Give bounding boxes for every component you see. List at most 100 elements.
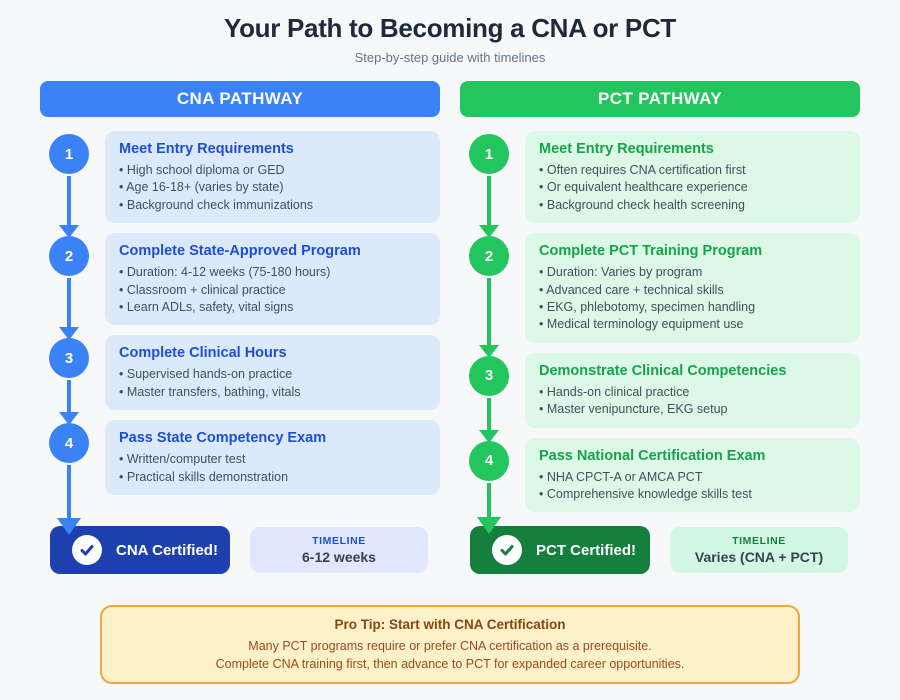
cna-step-4-card: Pass State Competency Exam Written/compu… bbox=[105, 420, 440, 496]
cna-step-2-number-badge: 2 bbox=[49, 236, 89, 277]
cna-finish-row: CNA Certified! TIMELINE 6-12 weeks bbox=[40, 526, 440, 574]
cna-pathway-column: CNA PATHWAY 1 Meet Entry Requirements Hi… bbox=[40, 81, 440, 574]
bullet-item: Practical skills demonstration bbox=[119, 469, 426, 486]
bullet-item: Advanced care + technical skills bbox=[539, 282, 846, 299]
bullet-item: Or equivalent healthcare experience bbox=[539, 179, 846, 196]
bullet-item: Classroom + clinical practice bbox=[119, 282, 426, 299]
bullet-item: Comprehensive knowledge skills test bbox=[539, 486, 846, 503]
bullet-item: Age 16-18+ (varies by state) bbox=[119, 179, 426, 196]
pct-timeline-label: TIMELINE bbox=[732, 535, 786, 547]
down-arrow-icon bbox=[479, 176, 499, 239]
pct-timeline-value: Varies (CNA + PCT) bbox=[694, 549, 824, 565]
cna-timeline-card: TIMELINE 6-12 weeks bbox=[250, 527, 428, 573]
bullet-item: Background check health screening bbox=[539, 197, 846, 214]
pct-step-3-number-badge: 3 bbox=[469, 355, 509, 396]
bullet-item: Background check immunizations bbox=[119, 197, 426, 214]
bullet-item: Duration: Varies by program bbox=[539, 264, 846, 281]
pct-step-4-rail: 4 bbox=[460, 438, 518, 535]
pct-step-1-title: Meet Entry Requirements bbox=[539, 141, 714, 157]
down-arrow-icon bbox=[59, 278, 79, 341]
cna-step-3-bullets: Supervised hands-on practice Master tran… bbox=[119, 366, 426, 401]
pct-pathway-column: PCT PATHWAY 1 Meet Entry Requirements Of… bbox=[460, 81, 860, 574]
pct-step-2-rail: 2 bbox=[460, 233, 518, 358]
bullet-item: Supervised hands-on practice bbox=[119, 366, 426, 383]
down-arrow-icon bbox=[59, 380, 79, 426]
down-arrow-icon bbox=[59, 176, 79, 239]
pct-step-2-number-badge: 2 bbox=[469, 236, 509, 277]
bullet-item: NHA CPCT-A or AMCA PCT bbox=[539, 469, 846, 486]
cna-timeline-label: TIMELINE bbox=[312, 535, 366, 547]
cna-step-4: 4 Pass State Competency Exam Written/com… bbox=[40, 420, 440, 536]
cna-step-4-rail: 4 bbox=[40, 420, 98, 536]
pct-timeline-card: TIMELINE Varies (CNA + PCT) bbox=[670, 527, 848, 573]
pct-step-1-bullets: Often requires CNA certification first O… bbox=[539, 162, 846, 214]
cna-step-1-bullets: High school diploma or GED Age 16-18+ (v… bbox=[119, 162, 426, 214]
cna-step-3-rail: 3 bbox=[40, 335, 98, 426]
down-arrow-icon bbox=[477, 482, 501, 535]
page-subtitle: Step-by-step guide with timelines bbox=[354, 50, 546, 65]
pct-step-2-bullets: Duration: Varies by program Advanced car… bbox=[539, 264, 846, 334]
cna-step-3-number-badge: 3 bbox=[49, 338, 89, 379]
pro-tip-line-2: Complete CNA training first, then advanc… bbox=[215, 656, 685, 671]
pct-step-4-title: Pass National Certification Exam bbox=[539, 447, 766, 464]
pct-step-2-title: Complete PCT Training Program bbox=[539, 243, 763, 260]
cna-step-4-title: Pass State Competency Exam bbox=[119, 430, 327, 447]
cna-step-1-card: Meet Entry Requirements High school dipl… bbox=[105, 131, 440, 224]
pct-steps: 1 Meet Entry Requirements Often requires… bbox=[460, 131, 860, 535]
cna-pathway-header: CNA PATHWAY bbox=[40, 81, 440, 117]
pct-step-3: 3 Demonstrate Clinical Competencies Hand… bbox=[460, 352, 860, 443]
cna-step-1-title: Meet Entry Requirements bbox=[119, 141, 294, 157]
check-icon bbox=[72, 535, 102, 565]
pct-step-4-number-badge: 4 bbox=[469, 440, 509, 481]
bullet-item: Hands-on clinical practice bbox=[539, 384, 846, 401]
pro-tip-line-1: Many PCT programs require or prefer CNA … bbox=[248, 639, 652, 653]
pct-step-1-rail: 1 bbox=[460, 131, 518, 239]
down-arrow-icon bbox=[57, 465, 81, 536]
pct-step-4: 4 Pass National Certification Exam NHA C… bbox=[460, 437, 860, 535]
pct-step-1-card: Meet Entry Requirements Often requires C… bbox=[525, 131, 860, 224]
pathway-columns: CNA PATHWAY 1 Meet Entry Requirements Hi… bbox=[0, 81, 900, 574]
cna-step-1-rail: 1 bbox=[40, 131, 98, 239]
cna-step-2: 2 Complete State-Approved Program Durati… bbox=[40, 233, 440, 341]
pct-step-2: 2 Complete PCT Training Program Duration… bbox=[460, 233, 860, 358]
pct-step-3-title: Demonstrate Clinical Competencies bbox=[539, 362, 787, 379]
bullet-item: EKG, phlebotomy, specimen handling bbox=[539, 299, 846, 316]
cna-step-2-rail: 2 bbox=[40, 233, 98, 341]
cna-step-2-bullets: Duration: 4-12 weeks (75-180 hours) Clas… bbox=[119, 264, 426, 316]
cna-certified-label: CNA Certified! bbox=[116, 541, 218, 559]
cna-step-3-card: Complete Clinical Hours Supervised hands… bbox=[105, 335, 440, 411]
cna-step-4-number-badge: 4 bbox=[49, 423, 89, 464]
cna-step-4-bullets: Written/computer test Practical skills d… bbox=[119, 451, 426, 486]
bullet-item: Master venipuncture, EKG setup bbox=[539, 401, 846, 418]
pct-step-4-card: Pass National Certification Exam NHA CPC… bbox=[525, 437, 860, 513]
bullet-item: Duration: 4-12 weeks (75-180 hours) bbox=[119, 264, 426, 281]
pro-tip-callout: Pro Tip: Start with CNA Certification Ma… bbox=[100, 605, 800, 684]
bullet-item: Medical terminology equipment use bbox=[539, 316, 846, 333]
bullet-item: Often requires CNA certification first bbox=[539, 162, 846, 179]
cna-step-1-number-badge: 1 bbox=[49, 134, 89, 174]
title-block: Your Path to Becoming a CNA or PCT Step-… bbox=[0, 0, 900, 65]
pct-step-3-rail: 3 bbox=[460, 353, 518, 443]
cna-step-2-card: Complete State-Approved Program Duration… bbox=[105, 233, 440, 326]
pct-step-4-bullets: NHA CPCT-A or AMCA PCT Comprehensive kno… bbox=[539, 469, 846, 504]
pct-step-1-number-badge: 1 bbox=[469, 134, 509, 174]
pro-tip-title: Pro Tip: Start with CNA Certification bbox=[334, 617, 566, 632]
cna-step-3-title: Complete Clinical Hours bbox=[119, 345, 287, 362]
pct-step-3-card: Demonstrate Clinical Competencies Hands-… bbox=[525, 352, 860, 428]
cna-step-2-title: Complete State-Approved Program bbox=[119, 243, 361, 260]
cna-step-3: 3 Complete Clinical Hours Supervised han… bbox=[40, 335, 440, 426]
bullet-item: Written/computer test bbox=[119, 451, 426, 468]
bullet-item: Learn ADLs, safety, vital signs bbox=[119, 299, 426, 316]
cna-step-1: 1 Meet Entry Requirements High school di… bbox=[40, 131, 440, 239]
cna-timeline-value: 6-12 weeks bbox=[302, 549, 376, 565]
cna-steps: 1 Meet Entry Requirements High school di… bbox=[40, 131, 440, 536]
down-arrow-icon bbox=[479, 397, 499, 443]
page-title: Your Path to Becoming a CNA or PCT bbox=[223, 13, 677, 43]
bullet-item: Master transfers, bathing, vitals bbox=[119, 384, 426, 401]
down-arrow-icon bbox=[479, 278, 499, 358]
bullet-item: High school diploma or GED bbox=[119, 162, 426, 179]
check-icon bbox=[492, 535, 522, 565]
cna-certified-badge: CNA Certified! bbox=[50, 526, 230, 574]
pct-finish-row: PCT Certified! TIMELINE Varies (CNA + PC… bbox=[460, 526, 860, 574]
pct-step-1: 1 Meet Entry Requirements Often requires… bbox=[460, 131, 860, 239]
